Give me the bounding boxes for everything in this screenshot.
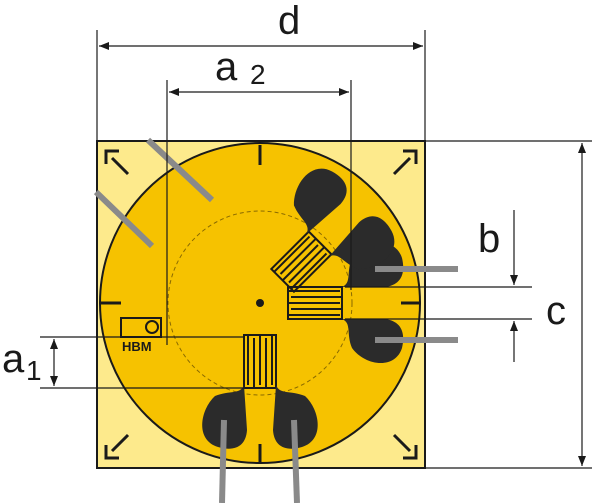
pad-c-lower <box>342 319 404 364</box>
dimension-arrows <box>50 42 586 466</box>
pad-b-left <box>293 168 347 234</box>
grid-b <box>269 168 395 294</box>
corner-diagonal-bottom-left <box>110 433 130 453</box>
dim-label-a2: a <box>215 45 238 89</box>
grid-label-a: a <box>250 414 263 439</box>
corner-markers <box>101 145 421 464</box>
lead-b-lower <box>93 189 155 249</box>
pad-a-right <box>273 385 318 449</box>
inner-dashed-circle <box>167 210 353 396</box>
grid-a: a <box>202 334 318 503</box>
lead-a-right <box>291 419 300 503</box>
lead-a-left <box>219 419 227 503</box>
dim-label-a1-subscript: 1 <box>26 355 42 386</box>
pad-a-left <box>202 385 247 449</box>
dim-label-c: c <box>546 289 566 333</box>
corner-diagonal-top-right <box>392 156 412 176</box>
corner-diagonal-top-left <box>110 156 130 176</box>
dim-label-d: d <box>278 0 300 43</box>
hbm-logo-text: HBM <box>122 339 152 354</box>
dim-label-b: b <box>478 217 500 261</box>
corner-marker-top-right <box>403 149 418 164</box>
dim-label-a1: a <box>2 337 25 381</box>
corner-marker-bottom-left <box>104 445 119 460</box>
corner-marker-top-left <box>104 149 119 164</box>
lead-b-upper <box>145 137 215 203</box>
dimension-lines <box>40 30 592 469</box>
grid-label-c: c <box>373 292 385 317</box>
corner-marker-bottom-right <box>403 445 418 460</box>
dim-label-a2-subscript: 2 <box>250 59 266 90</box>
corner-diagonal-bottom-right <box>392 433 412 453</box>
center-point <box>256 299 264 307</box>
pad-b-right <box>329 216 395 270</box>
